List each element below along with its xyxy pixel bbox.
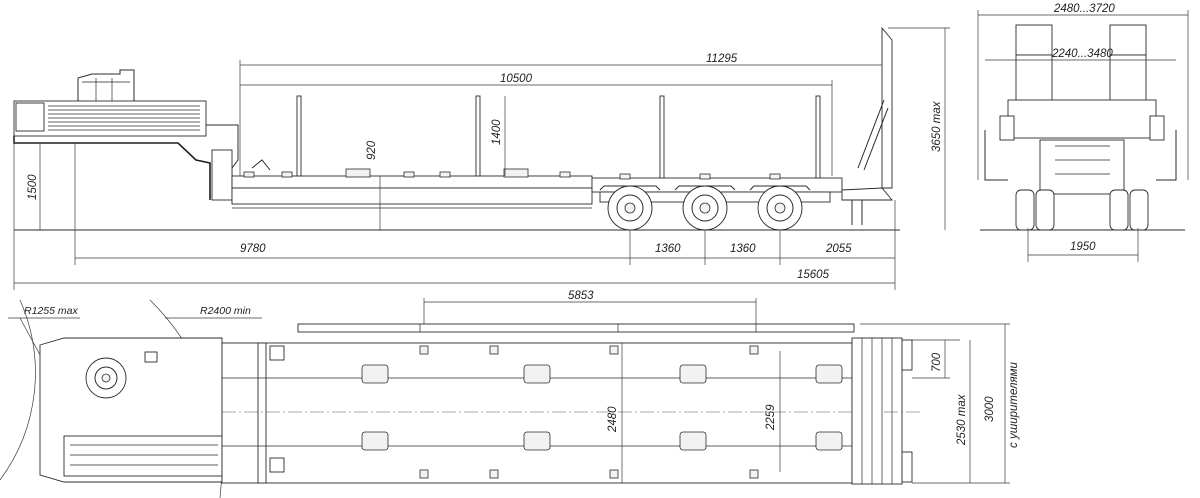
axle-pads [361, 364, 843, 451]
dim-deck-length-total: 11295 [706, 53, 738, 65]
ramp-cylinder [857, 99, 889, 171]
dim-side-rail-length: 5853 [568, 290, 594, 302]
landing-gear [211, 149, 233, 201]
right-ramp-top [1109, 24, 1147, 56]
dim-inner-width: 2259 [765, 404, 777, 431]
dim-kingpin-to-axle: 9780 [240, 243, 266, 255]
dim-gooseneck-height: 1500 [27, 174, 39, 200]
top-dimensions [8, 298, 1010, 484]
dim-turn-radius-min: R2400 min [200, 305, 251, 317]
rear-bumper [841, 187, 893, 201]
gooseneck-neck [13, 136, 211, 200]
deck-slots [269, 345, 759, 479]
dim-axle-spacing-1: 1360 [655, 243, 681, 255]
wheels [599, 185, 811, 231]
side-dimensions [13, 27, 950, 290]
dim-deck-length-main: 10500 [500, 73, 533, 85]
gooseneck-slats [48, 105, 200, 131]
tie-downs [243, 168, 781, 180]
rear-dimensions [977, 10, 1189, 262]
rear-ramp [881, 26, 893, 189]
dim-width-with-extensions: 3000 [984, 396, 996, 422]
rear-center [1039, 139, 1125, 195]
dim-frame-width: 2480 [607, 406, 619, 433]
dim-rear-overhang: 2055 [825, 243, 852, 255]
main-deck [231, 175, 593, 189]
side-rail [297, 323, 855, 333]
dim-axle-spacing-2: 1360 [730, 243, 756, 255]
dim-track: 1950 [1070, 241, 1096, 253]
top-view: R1255 max R2400 min 5853 2480 2259 700 2… [0, 290, 1020, 498]
dim-ramp-width: 700 [931, 352, 943, 372]
side-view: 11295 10500 1400 920 3650 max 1500 9780 … [13, 26, 950, 290]
dim-ramp-spread: 2480...3720 [1053, 3, 1115, 15]
front-box [15, 102, 45, 132]
dim-overall-width: 2530 max [956, 393, 968, 446]
left-ramp-top [1015, 24, 1053, 56]
rear-wheels [1015, 189, 1149, 231]
dim-height-max: 3650 max [931, 100, 943, 152]
dim-ramp-spread-inner: 2240...3480 [1051, 48, 1113, 60]
dim-width-note: с уширителями [1008, 361, 1020, 448]
stakes [296, 95, 821, 179]
dim-deck-height: 920 [366, 140, 378, 160]
dim-turn-radius-front: R1255 max [24, 305, 78, 317]
rear-view: 2480...3720 2240...3480 1950 [977, 3, 1189, 262]
rear-ramps-top [851, 337, 903, 485]
main-frame [231, 187, 593, 205]
gooseneck-frame [77, 69, 135, 101]
main-deck-top [221, 342, 853, 484]
dim-overall-length: 15605 [797, 269, 830, 281]
rear-frame-body [1007, 99, 1157, 139]
dim-stake-height: 1400 [491, 119, 503, 145]
